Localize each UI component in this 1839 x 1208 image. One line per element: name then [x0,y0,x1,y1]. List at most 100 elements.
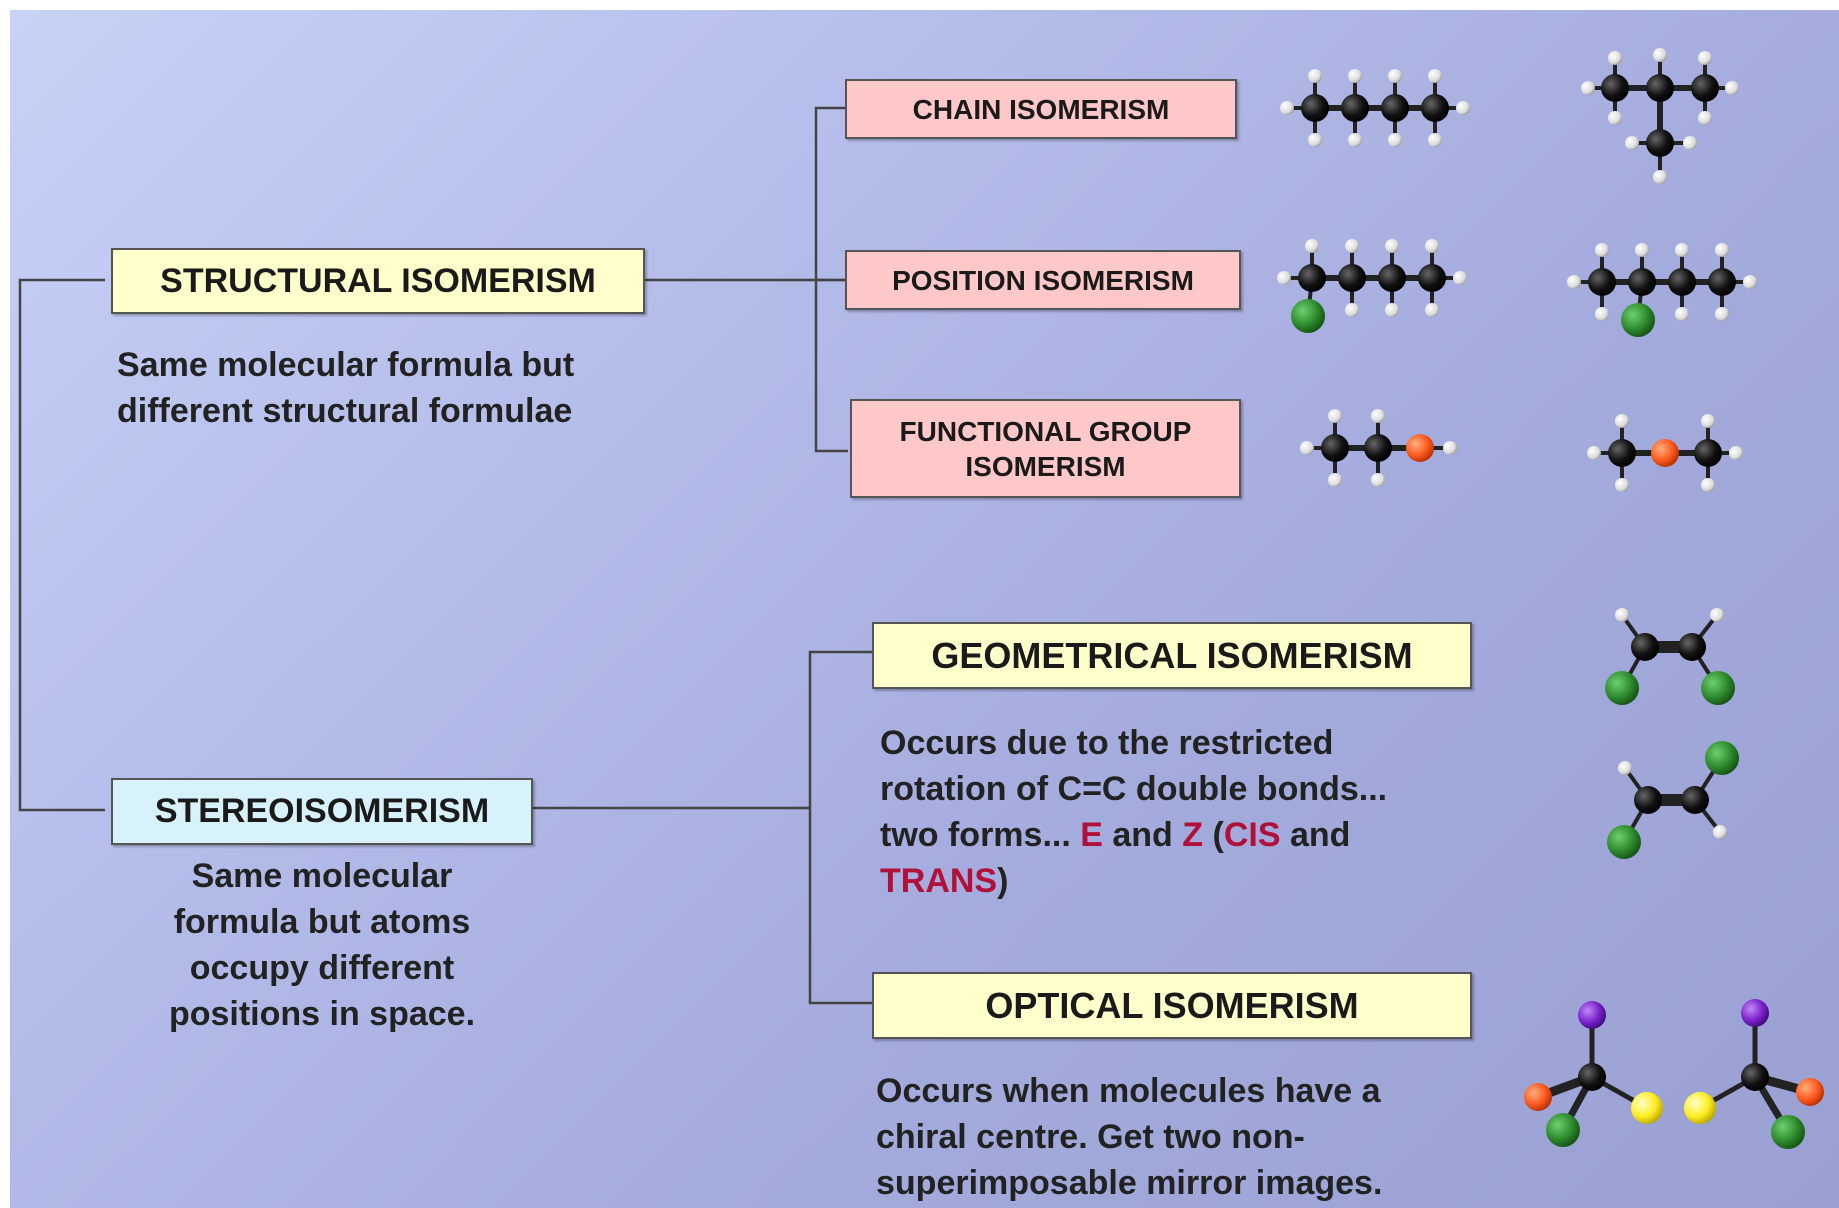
purple-atom [1578,1001,1606,1029]
carbon-atom [1381,94,1409,122]
carbon-atom [1321,434,1349,462]
butane-molecule [1280,69,1470,147]
hydrogen-atom [1428,133,1442,147]
hydrogen-atom [1305,239,1319,253]
geometrical-isomerism-title: GEOMETRICAL ISOMERISM [931,635,1413,676]
hydrogen-atom [1701,414,1715,428]
chlorine-atom [1621,303,1655,337]
carbon-atom [1378,264,1406,292]
hydrogen-atom [1348,133,1362,147]
chlorine-atom [1546,1113,1580,1147]
methoxymethane-molecule [1587,414,1743,492]
geometrical-isomerism-box: GEOMETRICAL ISOMERISM [872,622,1472,689]
hydrogen-atom [1388,69,1402,83]
hydrogen-atom [1385,239,1399,253]
geo-text-paren: ( [1203,816,1224,854]
carbon-atom [1646,74,1674,102]
hydrogen-atom [1428,69,1442,83]
yellow-atom [1631,1092,1663,1124]
hydrogen-atom [1388,133,1402,147]
hydrogen-atom [1595,243,1609,257]
hydrogen-atom [1348,69,1362,83]
hydrogen-atom [1308,133,1322,147]
stereo-branch [808,650,872,1005]
geo-text-close: ) [997,862,1009,900]
hydrogen-atom [1635,243,1649,257]
hydrogen-atom [1300,441,1314,455]
hydrogen-atom [1701,478,1715,492]
hydrogen-atom [1345,303,1359,317]
carbon-atom [1338,264,1366,292]
hydrogen-atom [1675,243,1689,257]
hydrogen-atom [1277,271,1291,285]
geometrical-desc-line4: TRANS) [880,858,1387,904]
hydrogen-atom [1567,275,1581,289]
hydrogen-atom [1345,239,1359,253]
carbon-atom [1631,633,1659,661]
functional-group-title-line1: FUNCTIONAL GROUP [899,415,1192,447]
carbon-atom [1608,439,1636,467]
carbon-atom [1691,74,1719,102]
ethanol-molecule [1300,409,1457,487]
hydrogen-atom [1328,473,1342,487]
geometrical-description: Occurs due to the restricted rotation of… [880,720,1387,904]
methylpropane-molecule [1581,48,1739,184]
stereoisomerism-title: STEREOISOMERISM [154,792,490,831]
stereo-desc-line1: Same molecular [191,857,453,895]
geo-text-e: E [1080,816,1103,854]
optical-desc-line2: chiral centre. Get two non- [876,1118,1305,1156]
hydrogen-atom [1615,608,1629,622]
optical-isomerism-title: OPTICAL ISOMERISM [985,985,1359,1026]
hydrogen-atom [1710,608,1724,622]
geo-text-cis: CIS [1223,816,1281,854]
geometrical-desc-line2: rotation of C=C double bonds... [880,770,1388,808]
chlorine-atom [1605,671,1639,705]
optical-desc-line3: superimposable mirror images. [876,1164,1383,1202]
1-chlorobutane-molecule [1277,239,1467,333]
geo-text-two-forms: two forms... [880,816,1081,854]
hydrogen-atom [1698,111,1712,125]
hydrogen-atom [1308,69,1322,83]
carbon-atom [1678,633,1706,661]
functional-group-title-line2: ISOMERISM [965,450,1126,482]
carbon-atom [1681,786,1709,814]
molecule-illustrations [1277,48,1824,1149]
carbon-atom [1341,94,1369,122]
hydrogen-atom [1698,51,1712,65]
chain-isomerism-box: CHAIN ISOMERISM [845,79,1237,139]
carbon-atom [1708,268,1736,296]
structural-branch [814,106,848,453]
structural-isomerism-title: STRUCTURAL ISOMERISM [160,261,596,300]
position-isomerism-title: POSITION ISOMERISM [892,264,1194,296]
geo-text-trans: TRANS [880,862,998,900]
carbon-atom [1628,268,1656,296]
hydrogen-atom [1456,101,1470,115]
carbon-atom [1298,264,1326,292]
purple-atom [1741,999,1769,1027]
chiral-molecule-left [1524,1001,1663,1147]
stereoisomerism-box: STEREOISOMERISM [111,778,533,845]
stereo-desc-line4: positions in space. [168,995,476,1033]
hydrogen-atom [1587,446,1601,460]
hydrogen-atom [1618,761,1632,775]
hydrogen-atom [1715,307,1729,321]
hydrogen-atom [1608,111,1622,125]
hydrogen-atom [1595,307,1609,321]
geo-text-z: Z [1182,816,1204,854]
hydrogen-atom [1280,101,1294,115]
position-isomerism-box: POSITION ISOMERISM [845,250,1241,310]
chlorine-atom [1771,1115,1805,1149]
hydrogen-atom [1615,478,1629,492]
hydrogen-atom [1729,446,1743,460]
carbon-atom [1588,268,1616,296]
oxygen-atom [1651,439,1679,467]
carbon-atom [1668,268,1696,296]
carbon-atom [1364,434,1392,462]
chlorine-atom [1701,671,1735,705]
hydrogen-atom [1371,473,1385,487]
structural-desc-line1: Same molecular formula but [117,346,575,384]
stereo-description: Same molecular formula but atoms occupy … [111,853,533,1037]
hydrogen-atom [1443,441,1457,455]
2-chlorobutane-molecule [1567,243,1757,337]
hydrogen-atom [1425,239,1439,253]
